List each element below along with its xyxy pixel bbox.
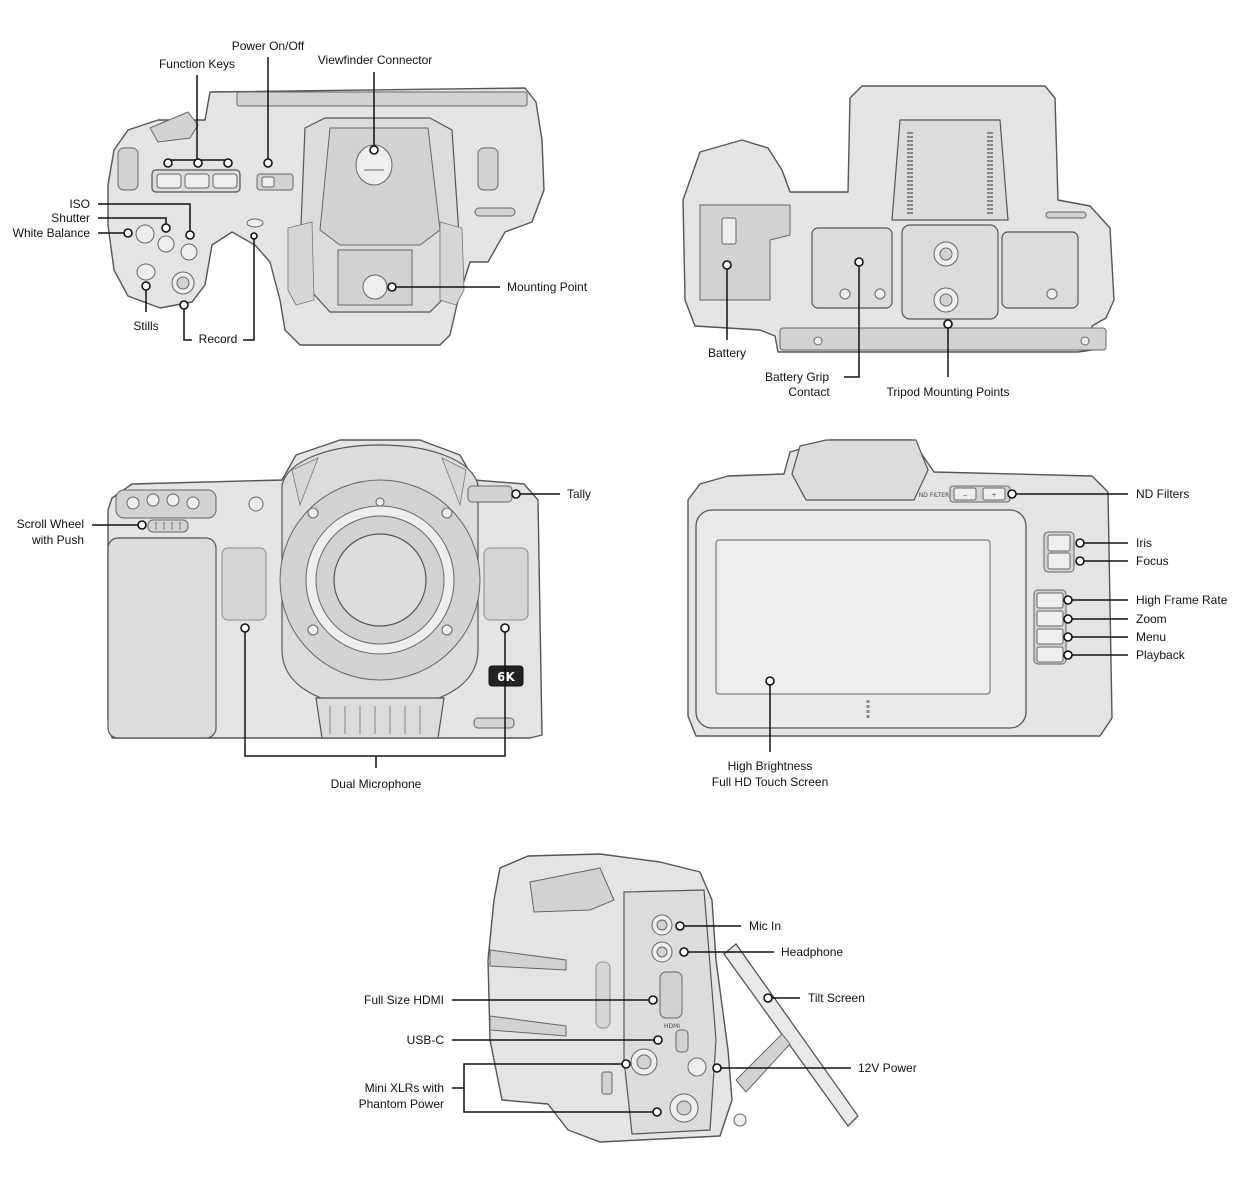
hfr-marker <box>1063 595 1073 605</box>
scroll-wheel-label-line1: Scroll Wheel <box>17 517 84 531</box>
mounting-point-marker <box>387 282 397 292</box>
rear-view: − + ND FILTER <box>687 439 1228 789</box>
mounting-point-label: Mounting Point <box>507 280 588 294</box>
iso-marker <box>185 230 195 240</box>
scroll-wheel-marker <box>137 520 147 530</box>
function-key-3-marker <box>223 158 233 168</box>
viewfinder-connector-marker <box>369 145 379 155</box>
viewfinder-connector-label: Viewfinder Connector <box>318 53 433 67</box>
hdmi-label: Full Size HDMI <box>364 993 444 1007</box>
usb-c-marker <box>653 1035 663 1045</box>
svg-text:−: − <box>962 492 967 499</box>
nd-filters-label: ND Filters <box>1136 487 1189 501</box>
battery-marker <box>722 260 732 270</box>
mic-in-marker <box>675 921 685 931</box>
headphone-marker <box>679 947 689 957</box>
record-marker <box>179 300 189 310</box>
bottom-view-body <box>682 85 1115 353</box>
hfr-label: High Frame Rate <box>1136 593 1228 607</box>
tally-label: Tally <box>567 487 591 501</box>
shutter-label: Shutter <box>51 211 90 225</box>
front-view-callouts: Tally Scroll Wheel with Push Dual Microp… <box>17 487 591 791</box>
xlr-top-marker <box>621 1059 631 1069</box>
xlr-label-line2: Phantom Power <box>359 1097 444 1111</box>
xlr-bottom-marker <box>652 1107 662 1117</box>
menu-marker <box>1063 632 1073 642</box>
side-view-callouts: Mic In Headphone Tilt Screen Full Size H… <box>359 919 917 1117</box>
function-key-2-marker <box>193 158 203 168</box>
tilt-screen-marker <box>763 993 773 1003</box>
shutter-marker <box>161 223 171 233</box>
battery-grip-label-line2: Contact <box>788 385 830 399</box>
scroll-wheel-label-line2: with Push <box>31 533 84 547</box>
front-view: 6K Tally Scroll Wheel with Push Dual Mic… <box>17 439 591 791</box>
iso-label: ISO <box>69 197 90 211</box>
top-view-callouts: Power On/Off Function Keys Viewfinder Co… <box>13 39 588 346</box>
top-view-body <box>107 87 545 346</box>
mic-in-label: Mic In <box>749 919 781 933</box>
touch-screen-marker <box>765 676 775 686</box>
function-key-1-marker <box>163 158 173 168</box>
hdmi-port-text: HDMI <box>664 1023 680 1030</box>
rear-view-callouts: ND Filters Iris Focus High Frame Rate Zo… <box>712 487 1228 789</box>
nd-filters-marker <box>1007 489 1017 499</box>
battery-grip-contact-marker <box>854 257 864 267</box>
white-balance-label: White Balance <box>13 226 91 240</box>
focus-label: Focus <box>1136 554 1169 568</box>
tripod-mount-marker <box>943 319 953 329</box>
zoom-marker <box>1063 614 1073 624</box>
zoom-label: Zoom <box>1136 612 1167 626</box>
power-label: Power On/Off <box>232 39 305 53</box>
iris-label: Iris <box>1136 536 1152 550</box>
stills-marker <box>141 281 151 291</box>
usb-c-label: USB-C <box>407 1033 445 1047</box>
xlr-label-line1: Mini XLRs with <box>365 1081 444 1095</box>
12v-power-marker <box>712 1063 722 1073</box>
hdmi-marker <box>648 995 658 1005</box>
mic-left-marker <box>240 623 250 633</box>
tally-marker <box>511 489 521 499</box>
12v-power-label: 12V Power <box>858 1061 917 1075</box>
front-view-body: 6K <box>107 439 543 739</box>
function-keys-label: Function Keys <box>159 57 235 71</box>
touch-screen-label-line1: High Brightness <box>728 759 813 773</box>
touch-screen-label-line2: Full HD Touch Screen <box>712 775 829 789</box>
svg-text:+: + <box>991 492 996 499</box>
nd-filter-text: ND FILTER <box>919 492 949 499</box>
headphone-label: Headphone <box>781 945 843 959</box>
playback-label: Playback <box>1136 648 1186 662</box>
6k-badge: 6K <box>497 670 515 684</box>
white-balance-marker <box>123 228 133 238</box>
stills-label: Stills <box>133 319 158 333</box>
microphone-label: Dual Microphone <box>331 777 422 791</box>
tripod-label: Tripod Mounting Points <box>887 385 1010 399</box>
playback-marker <box>1063 650 1073 660</box>
top-view: Power On/Off Function Keys Viewfinder Co… <box>13 39 588 346</box>
rear-view-body: − + ND FILTER <box>687 439 1113 737</box>
power-switch-marker <box>263 158 273 168</box>
tilt-screen-label: Tilt Screen <box>808 991 865 1005</box>
record-label: Record <box>199 332 238 346</box>
bottom-view-callouts: Battery Battery Grip Contact Tripod Moun… <box>708 257 1010 399</box>
focus-marker <box>1075 556 1085 566</box>
mic-right-marker <box>500 623 510 633</box>
side-view-body: HDMI <box>487 853 859 1143</box>
menu-label: Menu <box>1136 630 1166 644</box>
side-view: HDMI <box>359 853 917 1143</box>
battery-label: Battery <box>708 346 746 360</box>
record-led-marker <box>250 232 258 240</box>
battery-grip-label-line1: Battery Grip <box>765 370 829 384</box>
iris-marker <box>1075 538 1085 548</box>
bottom-view: Battery Battery Grip Contact Tripod Moun… <box>682 85 1115 399</box>
